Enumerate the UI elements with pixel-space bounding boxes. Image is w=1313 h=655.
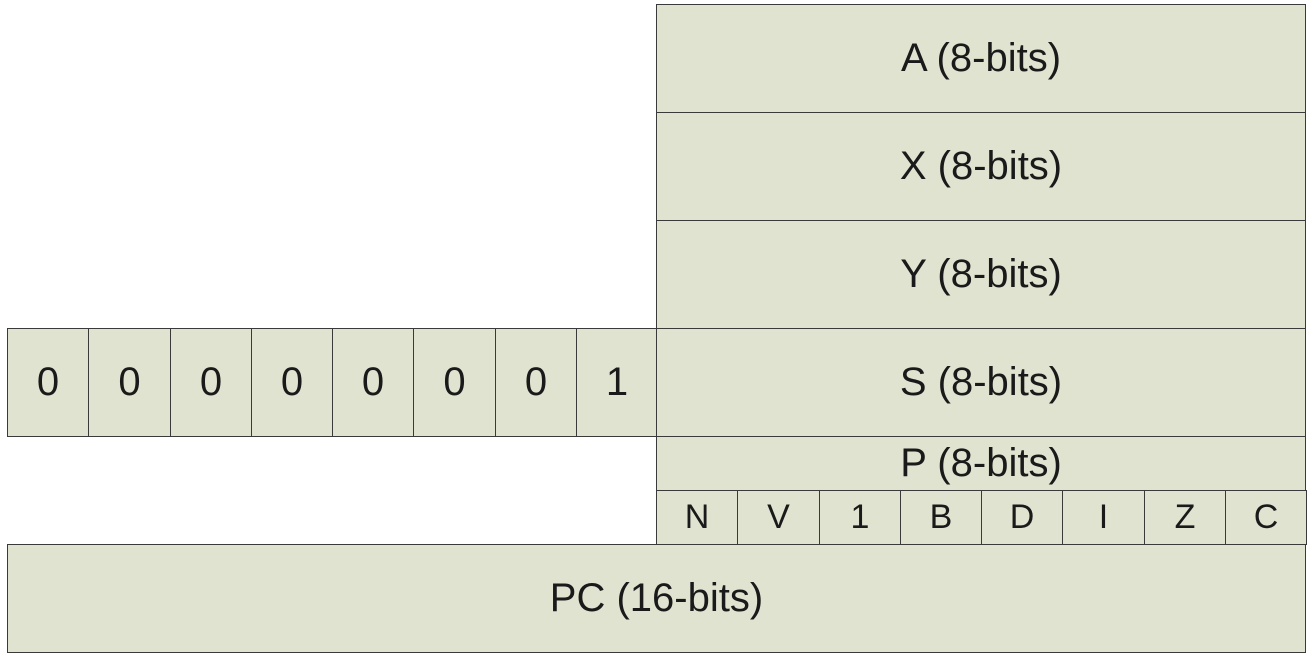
register-y: Y (8-bits)	[656, 220, 1306, 329]
register-p-label: P (8-bits)	[900, 441, 1062, 485]
status-flag-cell: V	[737, 490, 820, 545]
status-flag-value: 1	[850, 498, 870, 536]
stack-prefix-bit-value: 0	[361, 360, 385, 404]
register-pc: PC (16-bits)	[7, 544, 1306, 653]
stack-prefix-bit-cell: 0	[251, 328, 333, 437]
status-flag-cell: Z	[1144, 490, 1226, 545]
stack-prefix-bit-value: 1	[605, 360, 629, 404]
status-flag-cell: 1	[819, 490, 901, 545]
stack-prefix-bit-value: 0	[280, 360, 304, 404]
register-a: A (8-bits)	[656, 4, 1306, 113]
status-flag-cell: B	[900, 490, 982, 545]
register-pc-label: PC (16-bits)	[549, 576, 764, 620]
stack-prefix-bit-cell: 1	[576, 328, 658, 437]
stack-prefix-bit-cell: 0	[88, 328, 171, 437]
stack-prefix-bit-value: 0	[36, 360, 60, 404]
stack-prefix-bit-cell: 0	[495, 328, 577, 437]
register-s: S (8-bits)	[656, 328, 1306, 437]
stack-prefix-bit-value: 0	[118, 360, 141, 404]
status-flag-value: C	[1253, 498, 1279, 536]
register-x-label: X (8-bits)	[899, 144, 1063, 188]
stack-prefix-bit-cell: 0	[413, 328, 496, 437]
register-x: X (8-bits)	[656, 112, 1306, 221]
status-flag-value: I	[1098, 498, 1109, 536]
status-flags-row: N V 1 B D I Z C	[656, 490, 1307, 545]
register-y-label: Y (8-bits)	[900, 252, 1062, 296]
status-flag-value: B	[929, 498, 953, 536]
status-flag-cell: C	[1225, 490, 1307, 545]
stack-prefix-bit-cell: 0	[7, 328, 89, 437]
status-flag-value: Z	[1174, 498, 1196, 536]
status-flag-value: N	[684, 498, 710, 536]
stack-prefix-bit-cell: 0	[332, 328, 414, 437]
status-flag-cell: N	[656, 490, 738, 545]
stack-page-prefix: 0 0 0 0 0 0 0 1	[7, 328, 658, 437]
register-s-label: S (8-bits)	[899, 360, 1063, 404]
status-flag-cell: I	[1062, 490, 1145, 545]
stack-prefix-bit-cell: 0	[170, 328, 252, 437]
status-flag-value: D	[1009, 498, 1035, 536]
status-flag-value: V	[767, 498, 790, 536]
stack-prefix-bit-value: 0	[199, 360, 223, 404]
register-p: P (8-bits)	[656, 436, 1306, 491]
stack-prefix-bit-value: 0	[443, 360, 466, 404]
register-a-label: A (8-bits)	[900, 36, 1062, 80]
status-flag-cell: D	[981, 490, 1063, 545]
stack-prefix-bit-value: 0	[524, 360, 548, 404]
